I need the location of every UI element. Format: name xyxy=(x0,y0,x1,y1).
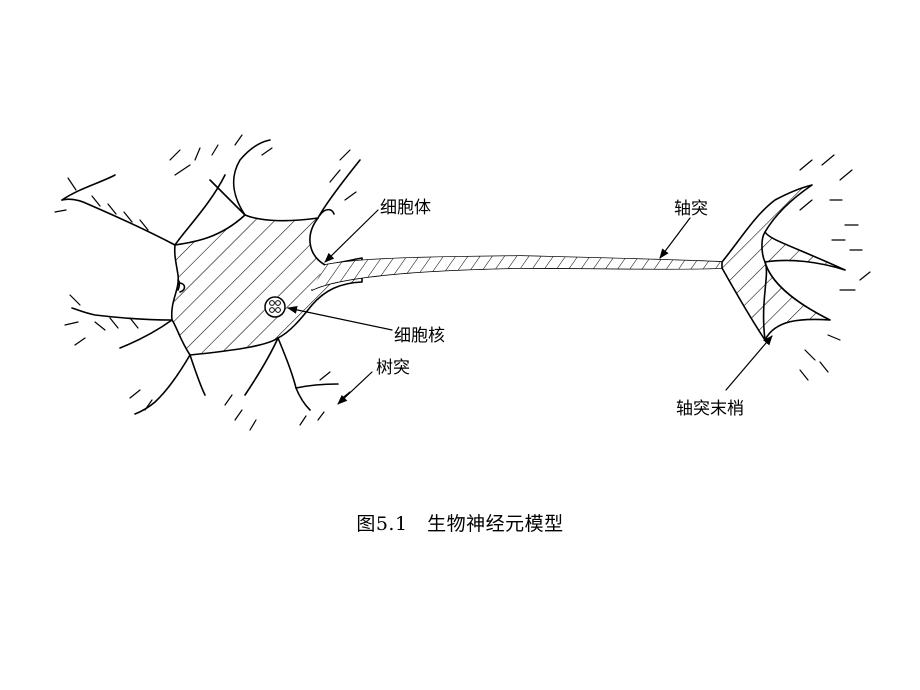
nucleus-shape xyxy=(264,296,286,318)
axon-terminal-shape xyxy=(721,184,846,341)
axon-shape xyxy=(311,255,723,291)
soma-leader xyxy=(324,209,379,263)
figure-caption: 图5.1 生物神经元模型 xyxy=(0,509,920,536)
axon-label: 轴突 xyxy=(674,199,708,219)
leader-lines xyxy=(287,209,773,405)
axon-leader xyxy=(659,217,691,259)
figure-title: 生物神经元模型 xyxy=(427,513,564,535)
nucleus-label: 细胞核 xyxy=(394,326,445,346)
soma-label: 细胞体 xyxy=(380,198,431,218)
figure-number: 图5.1 xyxy=(356,513,408,535)
dendrite-label: 树突 xyxy=(376,358,410,378)
dendrites xyxy=(61,139,361,415)
terminal-leader xyxy=(725,335,773,391)
soma-shape xyxy=(170,214,363,356)
axon-terminal-label: 轴突末梢 xyxy=(676,399,744,419)
terminal-ticks xyxy=(799,154,871,381)
dendrite-leader xyxy=(337,371,373,405)
nucleus-leader xyxy=(287,305,393,331)
dendrite-ticks xyxy=(54,134,357,431)
caption-gap xyxy=(408,513,428,535)
